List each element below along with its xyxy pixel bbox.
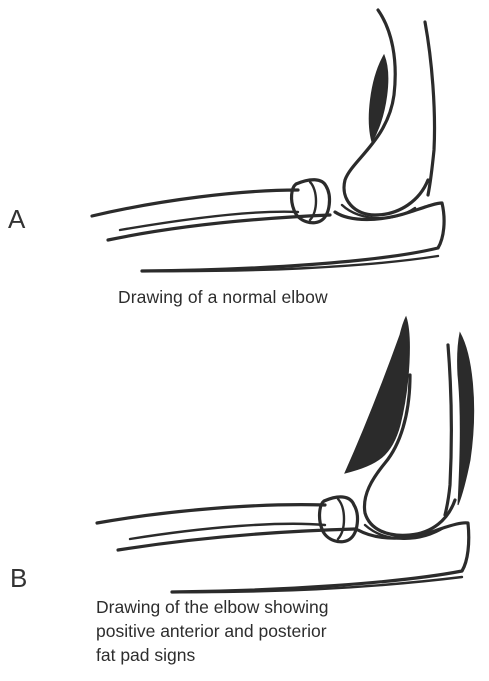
caption-line-2: positive anterior and posterior (96, 619, 329, 643)
humerus-posterior-outline-b (445, 345, 451, 515)
radius-mid-outline (120, 212, 298, 230)
fat-pad-sign-elbow-drawing (0, 315, 489, 600)
normal-elbow-drawing (0, 0, 489, 285)
radial-head-ring-b (338, 499, 344, 539)
panel-label-b: B (10, 563, 27, 594)
posterior-fat-pad (458, 333, 474, 505)
caption-line-3: fat pad signs (96, 643, 329, 667)
radius-lower-outline-b (118, 529, 355, 550)
radius-upper-outline-b (97, 505, 325, 523)
humerus-anterior-outline (344, 10, 428, 215)
caption-line-1: Drawing of the elbow showing (96, 595, 329, 619)
anterior-fat-pad-normal (369, 55, 387, 142)
panel-label-a: A (8, 204, 25, 235)
anterior-fat-pad-sail-sign (345, 317, 409, 473)
caption-fat-pad-signs: Drawing of the elbow showing positive an… (96, 595, 329, 667)
caption-normal-elbow: Drawing of a normal elbow (118, 287, 328, 308)
humerus-posterior-outline (425, 22, 435, 195)
